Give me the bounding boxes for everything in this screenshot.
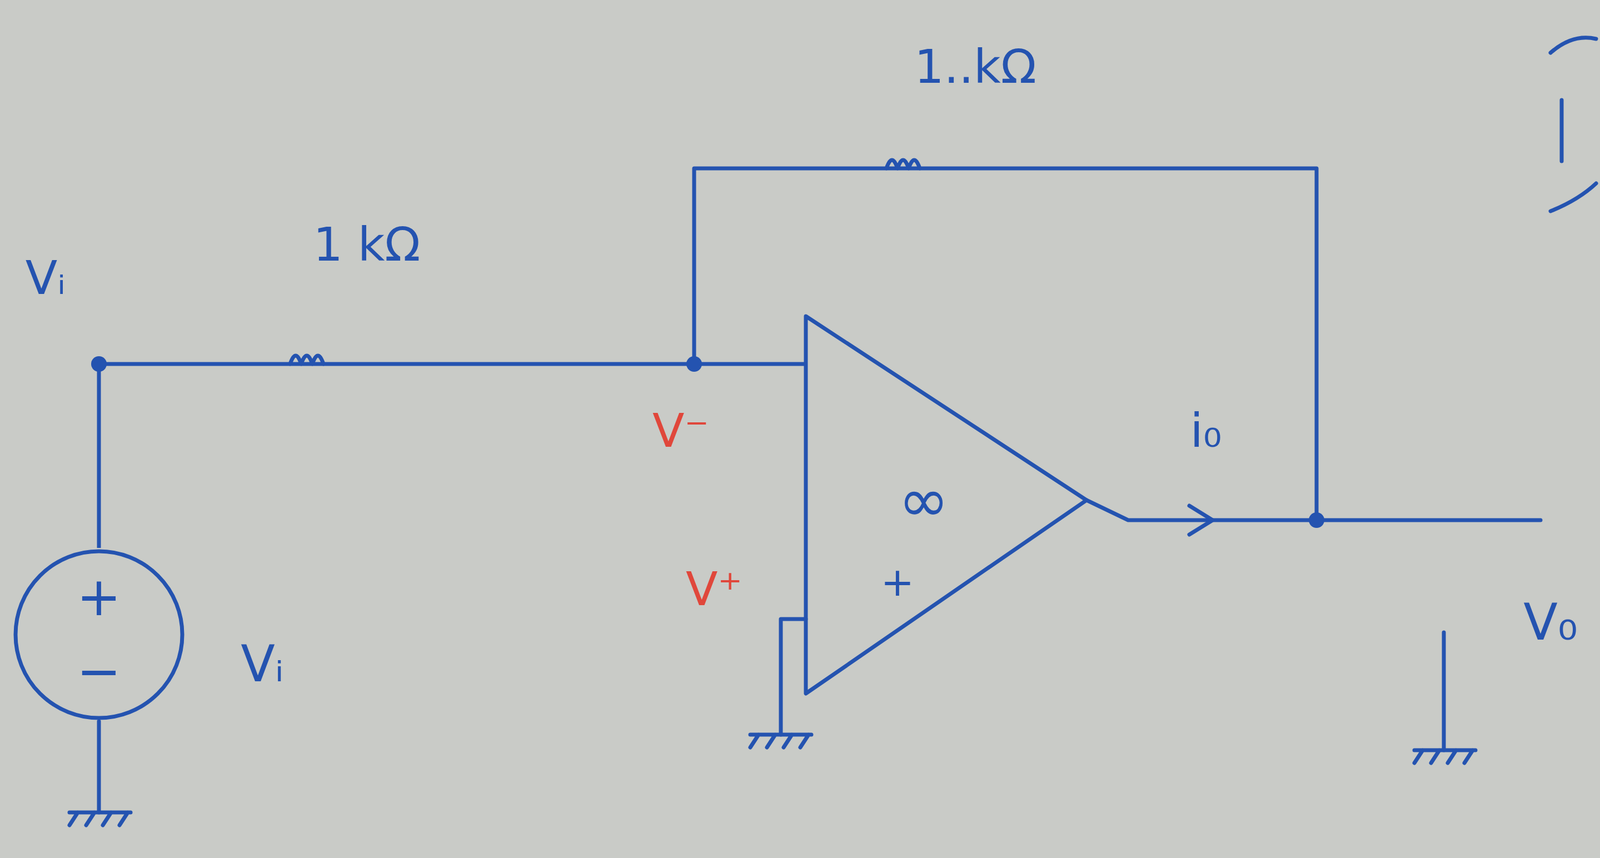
feedback-wire	[694, 168, 1317, 521]
pin-voltage: V⁺	[685, 565, 743, 613]
current-arrow	[1189, 505, 1213, 535]
output-ground-wire	[1442, 632, 1447, 751]
node-text: ∞	[898, 469, 950, 531]
voltage-source: +−	[12, 547, 186, 722]
node-text: −	[76, 644, 122, 699]
ground-symbol	[750, 734, 812, 748]
resistor-value: 1 kΩ	[313, 221, 421, 268]
op-amp: ∞+	[805, 316, 1087, 694]
output-voltage: V₀	[1523, 597, 1578, 648]
node-text: +	[76, 570, 122, 624]
margin-strokes	[1550, 37, 1597, 212]
source-ground-wire	[97, 721, 102, 813]
op-amp-triangle	[805, 316, 1087, 694]
source-circle	[15, 551, 183, 719]
current-name: i₀	[1189, 407, 1222, 455]
plus-input-wire	[780, 619, 806, 735]
source-voltage: Vᵢ	[240, 639, 284, 690]
node-text: +	[880, 561, 915, 602]
resistor-symbol	[886, 160, 920, 169]
node-voltage: Vᵢ	[25, 254, 66, 302]
resistor-value: 1..kΩ	[914, 43, 1037, 91]
ground-symbol	[69, 812, 131, 826]
ground-symbol	[1414, 750, 1476, 764]
junction-dot	[1308, 512, 1325, 528]
pin-voltage: V⁻	[652, 407, 710, 455]
input-wire	[98, 364, 806, 548]
